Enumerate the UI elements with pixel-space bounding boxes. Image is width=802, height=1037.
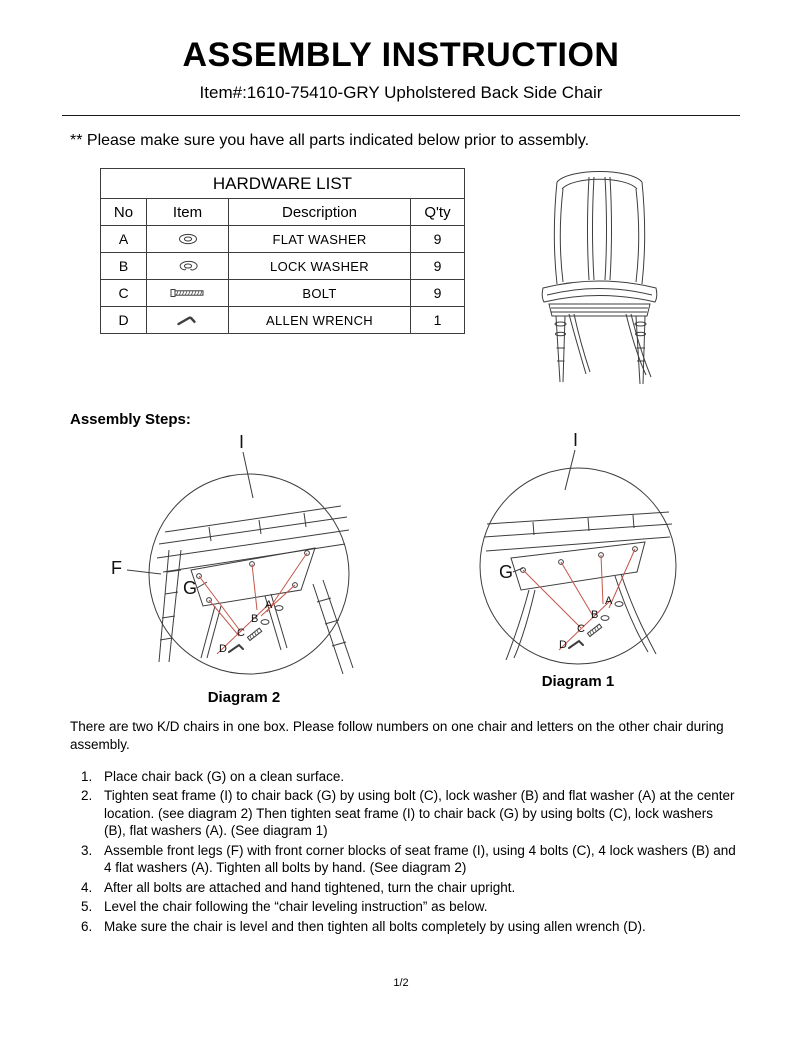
item-subtitle: Item#:1610-75410-GRY Upholstered Back Si… — [199, 83, 603, 102]
hardware-qty: 9 — [410, 225, 465, 253]
assembly-step-6: Make sure the chair is level and then ti… — [96, 918, 736, 936]
header-divider — [62, 115, 740, 116]
assembly-step-1: Place chair back (G) on a clean surface. — [96, 768, 736, 786]
hardware-table-title: HARDWARE LIST — [100, 168, 465, 199]
diagram2-seat-frame — [190, 547, 316, 607]
kd-chairs-note: There are two K/D chairs in one box. Ple… — [70, 719, 724, 752]
bolt-icon — [170, 288, 203, 297]
chair-legs — [554, 313, 652, 385]
assembly-step-3: Assemble front legs (F) with front corne… — [96, 842, 736, 877]
page-title: ASSEMBLY INSTRUCTION — [182, 36, 620, 74]
assembly-steps-list: Place chair back (G) on a clean surface.… — [96, 768, 736, 936]
allen-wrench-icon — [176, 316, 196, 325]
hardware-row-a: A FLAT WASHER 9 — [100, 225, 465, 253]
diagram-2-caption: Diagram 2 — [207, 689, 281, 706]
diagram2-stack-C: C — [237, 627, 245, 639]
diagram1-label-G: G — [499, 562, 513, 582]
hardware-table: HARDWARE LIST No Item Description Q'ty A — [100, 168, 465, 334]
hardware-item-cell — [146, 252, 229, 280]
assembly-step-5: Level the chair following the “chair lev… — [96, 898, 736, 916]
hardware-qty: 9 — [410, 279, 465, 307]
diagram2-circle — [148, 473, 350, 675]
diagram1-circle — [479, 467, 677, 665]
diagram1-stack-B: B — [591, 609, 598, 621]
diagram2-stack-D: D — [219, 643, 227, 655]
hardware-item-cell — [146, 306, 229, 334]
parts-note: ** Please make sure you have all parts i… — [70, 132, 590, 149]
diagram2-label-G: G — [183, 578, 197, 598]
hardware-section: HARDWARE LIST No Item Description Q'ty A — [100, 168, 802, 395]
diagram1-stack-C: C — [577, 623, 585, 635]
hardware-item-cell — [146, 279, 229, 307]
diagram2-hardware-stack: A B C D — [219, 599, 284, 655]
diagram2-stack-A: A — [265, 599, 273, 611]
hardware-table-header-row: No Item Description Q'ty — [100, 198, 465, 226]
chair-back — [553, 171, 646, 285]
hardware-description: BOLT — [228, 279, 411, 307]
diagram-2-figure: I — [99, 432, 389, 706]
hardware-no: B — [100, 252, 147, 280]
diagram2-label-F: F — [111, 558, 122, 578]
diagram1-hardware-stack: A B C D — [559, 595, 624, 651]
hardware-no: C — [100, 279, 147, 307]
diagram1-seat-planks — [483, 511, 673, 552]
diagram2-callout-lines — [198, 552, 308, 655]
hardware-row-b: B LOCK WASHER 9 — [100, 252, 465, 280]
diagram2-legs — [158, 549, 354, 675]
diagram1-stack-D: D — [559, 639, 567, 651]
header-no: No — [100, 198, 147, 226]
diagram-row: I — [0, 430, 802, 706]
chair-seat — [541, 280, 658, 317]
diagram1-seat-frame — [510, 541, 646, 591]
diagram-1-figure: I — [453, 430, 703, 706]
hardware-item-cell — [146, 225, 229, 253]
diagram-2-drawing: I — [111, 432, 354, 675]
hardware-description: ALLEN WRENCH — [228, 306, 411, 334]
hardware-no: D — [100, 306, 147, 334]
diagram1-callout-lines — [522, 548, 636, 651]
chair-drawing — [541, 171, 658, 385]
diagram2-label-I: I — [239, 432, 244, 452]
page-number: 1/2 — [393, 977, 409, 989]
header-qty: Q'ty — [410, 198, 465, 226]
hardware-description: LOCK WASHER — [228, 252, 411, 280]
diagram1-label-I: I — [573, 432, 578, 450]
hardware-row-c: C BOLT 9 — [100, 279, 465, 307]
header-description: Description — [228, 198, 411, 226]
hardware-description: FLAT WASHER — [228, 225, 411, 253]
flat-washer-icon — [178, 233, 197, 244]
assembly-step-2: Tighten seat frame (I) to chair back (G)… — [96, 787, 736, 840]
diagram1-stack-A: A — [605, 595, 613, 607]
lock-washer-icon — [179, 260, 198, 271]
assembly-step-4: After all bolts are attached and hand ti… — [96, 879, 736, 897]
diagram2-seat-planks — [156, 505, 350, 573]
hardware-qty: 9 — [410, 252, 465, 280]
hardware-qty: 1 — [410, 306, 465, 334]
assembly-steps-heading: Assembly Steps: — [70, 411, 191, 428]
header-item: Item — [146, 198, 229, 226]
hardware-no: A — [100, 225, 147, 253]
hardware-row-d: D ALLEN WRENCH 1 — [100, 306, 465, 334]
diagram-1-drawing: I — [479, 430, 677, 665]
chair-illustration — [507, 162, 692, 395]
diagram2-stack-B: B — [251, 613, 258, 625]
diagram-1-caption: Diagram 1 — [541, 673, 615, 690]
